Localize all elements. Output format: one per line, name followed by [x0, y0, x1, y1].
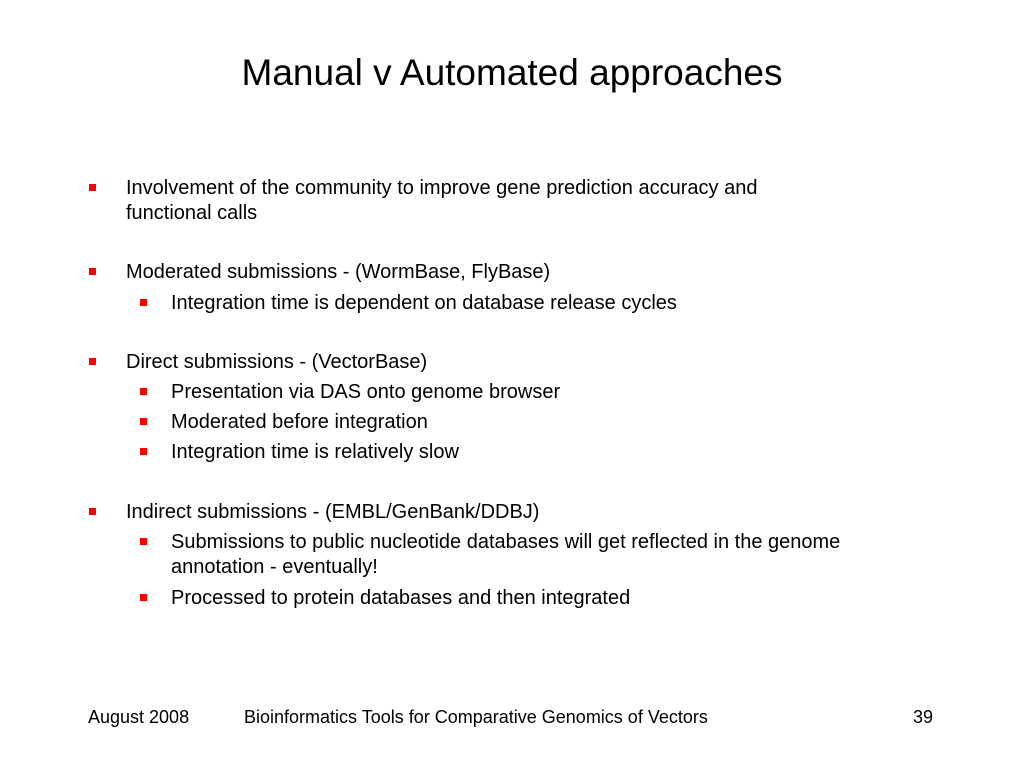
footer-presentation-title: Bioinformatics Tools for Comparative Gen… [244, 707, 708, 727]
sub-bullet-text: annotation - eventually! [171, 556, 378, 578]
bullet-item-direct: Direct submissions - (VectorBase) [89, 350, 428, 375]
sub-bullet-item: Integration time is dependent on databas… [140, 291, 677, 316]
bullet-item-community: Involvement of the community to improve … [89, 176, 758, 201]
bullet-text: Moderated submissions - (WormBase, FlyBa… [126, 261, 551, 283]
sub-bullet-text: Moderated before integration [171, 411, 428, 433]
sub-bullet-item: Integration time is relatively slow [140, 440, 459, 465]
bullet-item-indirect: Indirect submissions - (EMBL/GenBank/DDB… [89, 500, 540, 525]
sub-bullet-text: Integration time is relatively slow [171, 441, 459, 463]
sub-bullet-item: Moderated before integration [140, 410, 428, 435]
sub-bullet-item-continued: annotation - eventually! [171, 555, 378, 580]
bullet-item-community-continued: functional calls [126, 201, 257, 226]
bullet-square-icon [140, 448, 147, 455]
bullet-square-icon [140, 594, 147, 601]
sub-bullet-text: Integration time is dependent on databas… [171, 292, 677, 314]
footer-date: August 2008 [88, 707, 190, 727]
bullet-square-icon [140, 388, 147, 395]
bullet-item-moderated: Moderated submissions - (WormBase, FlyBa… [89, 260, 551, 285]
bullet-text: Indirect submissions - (EMBL/GenBank/DDB… [126, 501, 540, 523]
bullet-text: Involvement of the community to improve … [126, 177, 758, 199]
sub-bullet-item: Submissions to public nucleotide databas… [140, 530, 841, 555]
sub-bullet-item: Processed to protein databases and then … [140, 586, 631, 611]
bullet-square-icon [89, 358, 96, 365]
slide-title: Manual v Automated approaches [241, 52, 783, 93]
bullet-text: functional calls [126, 202, 258, 224]
sub-bullet-item: Presentation via DAS onto genome browser [140, 380, 561, 405]
bullet-square-icon [140, 538, 147, 545]
bullet-square-icon [89, 508, 96, 515]
bullet-square-icon [140, 299, 147, 306]
bullet-text: Direct submissions - (VectorBase) [126, 351, 428, 373]
footer-page-number: 39 [913, 707, 934, 727]
bullet-square-icon [89, 268, 96, 275]
sub-bullet-text: Submissions to public nucleotide databas… [171, 531, 841, 553]
bullet-square-icon [89, 184, 96, 191]
bullet-square-icon [140, 418, 147, 425]
sub-bullet-text: Processed to protein databases and then … [171, 587, 631, 609]
sub-bullet-text: Presentation via DAS onto genome browser [171, 381, 561, 403]
